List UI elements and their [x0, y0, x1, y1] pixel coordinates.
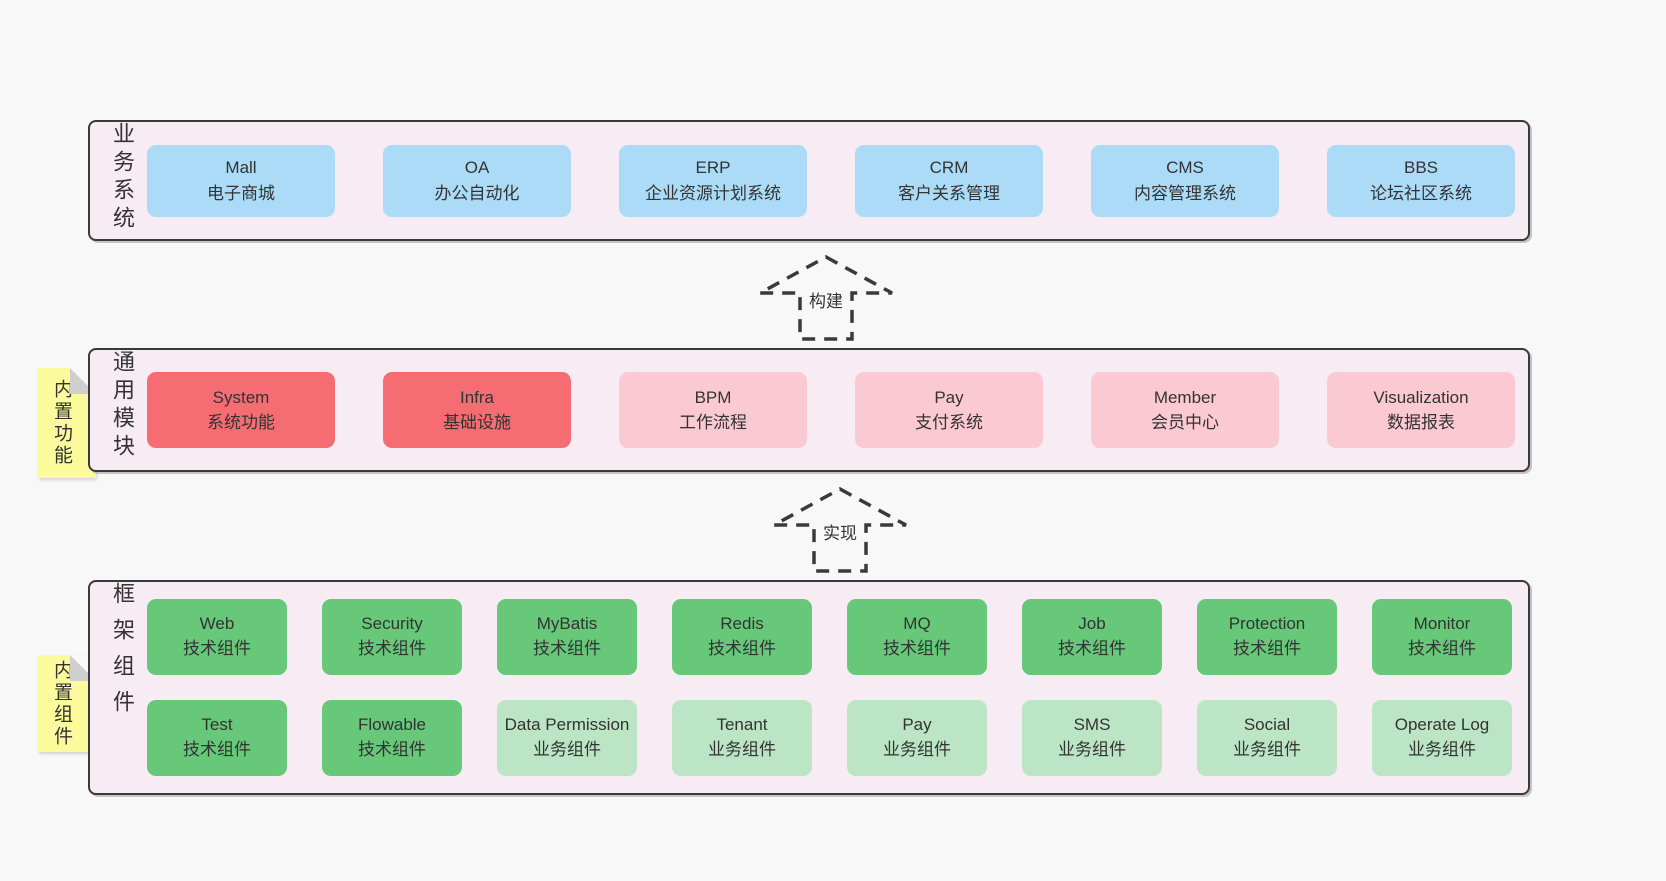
arrow-implement-shape — [773, 487, 907, 573]
layer-common-modules: 通用模块 System 系统功能 Infra 基础设施 BPM 工作流程 Pay… — [88, 348, 1530, 472]
box-pay-component: Pay 业务组件 — [847, 700, 987, 776]
box-crm: CRM 客户关系管理 — [855, 144, 1043, 217]
sticky-note-text: 内置功能 — [51, 379, 72, 467]
box-system: System 系统功能 — [147, 372, 335, 448]
framework-row-1: Web 技术组件 Security 技术组件 MyBatis 技术组件 Redi… — [147, 599, 1512, 675]
box-test: Test 技术组件 — [147, 700, 287, 776]
box-mq: MQ 技术组件 — [847, 599, 987, 675]
box-erp: ERP 企业资源计划系统 — [619, 144, 807, 217]
box-tenant: Tenant 业务组件 — [672, 700, 812, 776]
business-boxes: Mall 电子商城 OA 办公自动化 ERP 企业资源计划系统 CRM 客户关系… — [147, 144, 1515, 217]
box-operate-log: Operate Log 业务组件 — [1372, 700, 1512, 776]
arrow-implement-icon: 实现 — [773, 487, 907, 573]
box-oa: OA 办公自动化 — [383, 144, 571, 217]
box-job: Job 技术组件 — [1022, 599, 1162, 675]
box-bpm: BPM 工作流程 — [619, 372, 807, 448]
box-redis: Redis 技术组件 — [672, 599, 812, 675]
framework-rows: Web 技术组件 Security 技术组件 MyBatis 技术组件 Redi… — [147, 599, 1512, 776]
box-data-permission: Data Permission 业务组件 — [497, 700, 637, 776]
arrow-implement-label: 实现 — [823, 524, 857, 543]
box-visualization: Visualization 数据报表 — [1327, 372, 1515, 448]
box-web: Web 技术组件 — [147, 599, 287, 675]
box-infra: Infra 基础设施 — [383, 372, 571, 448]
arrow-build-shape — [759, 255, 893, 341]
sticky-note-builtin-features: 内置功能 — [38, 368, 96, 478]
box-security: Security 技术组件 — [322, 599, 462, 675]
arrow-build-label: 构建 — [809, 292, 843, 311]
box-cms: CMS 内容管理系统 — [1091, 144, 1279, 217]
layer-label-framework: 框架组件 — [110, 582, 135, 726]
common-boxes: System 系统功能 Infra 基础设施 BPM 工作流程 Pay 支付系统… — [147, 372, 1515, 448]
box-pay-module: Pay 支付系统 — [855, 372, 1043, 448]
box-bbs: BBS 论坛社区系统 — [1327, 144, 1515, 217]
layer-label-business: 业务系统 — [110, 122, 135, 234]
box-flowable: Flowable 技术组件 — [322, 700, 462, 776]
layer-framework-components: 框架组件 Web 技术组件 Security 技术组件 MyBatis 技术组件… — [88, 580, 1530, 795]
layer-business-systems: 业务系统 Mall 电子商城 OA 办公自动化 ERP 企业资源计划系统 CRM… — [88, 120, 1530, 241]
box-protection: Protection 技术组件 — [1197, 599, 1337, 675]
arrow-build-icon: 构建 — [759, 255, 893, 341]
box-social: Social 业务组件 — [1197, 700, 1337, 776]
box-mall: Mall 电子商城 — [147, 144, 335, 217]
box-mybatis: MyBatis 技术组件 — [497, 599, 637, 675]
box-member: Member 会员中心 — [1091, 372, 1279, 448]
framework-row-2: Test 技术组件 Flowable 技术组件 Data Permission … — [147, 700, 1512, 776]
box-sms: SMS 业务组件 — [1022, 700, 1162, 776]
box-monitor: Monitor 技术组件 — [1372, 599, 1512, 675]
layer-label-common: 通用模块 — [110, 350, 135, 462]
sticky-note-text: 内置组件 — [51, 659, 72, 748]
